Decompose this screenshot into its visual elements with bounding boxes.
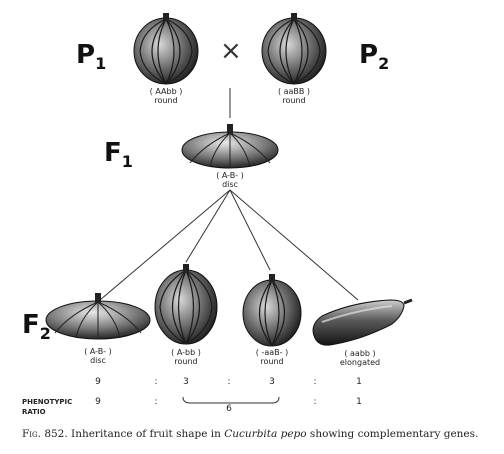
f2-round2-phenotype: round	[260, 357, 284, 366]
f2-round2-genotype: ( -aaB- )	[255, 348, 289, 357]
phenotypic-label-line2: RATIO	[22, 408, 46, 416]
p1-round-fruit	[133, 13, 199, 85]
f1-to-f2-round1-line	[185, 189, 231, 263]
f1-subscript: 1	[121, 152, 133, 171]
caption-species: Cucurbita pepo	[224, 428, 307, 440]
ratio1-sep-3: :	[313, 377, 317, 387]
f1-letter: F	[104, 138, 122, 168]
phenotypic-label-line1: PHENOTYPIC	[22, 398, 73, 406]
f2-letter: F	[22, 310, 40, 340]
f1-label: F1	[104, 140, 133, 175]
ratio2-round: 6	[226, 404, 232, 414]
ratio1-round2: 3	[269, 377, 275, 387]
f2-disc-phenotype: disc	[90, 356, 106, 365]
figure-caption: Fig. 852. Inheritance of fruit shape in …	[22, 428, 492, 440]
cross-symbol: ×	[220, 36, 242, 66]
f2-label: F2	[22, 312, 51, 347]
caption-prefix: Fig. 852.	[22, 428, 68, 440]
p2-subscript: 2	[378, 54, 390, 73]
f2-round-fruit-1	[154, 264, 218, 345]
f2-round1-phenotype: round	[174, 357, 198, 366]
p2-genotype: ( aaBB )	[277, 87, 311, 96]
p2-label: P2	[359, 42, 389, 77]
ratio2-elongated: 1	[356, 397, 362, 407]
f2-round-fruit-2	[242, 274, 302, 347]
p1-letter: P	[76, 40, 96, 70]
f2-elongated-genotype: ( aabb )	[344, 349, 376, 358]
f2-subscript: 2	[39, 324, 51, 343]
f2-round1-genotype: ( A-bb )	[171, 348, 201, 357]
f1-phenotype: disc	[222, 180, 238, 189]
f1-to-f2-disc-line	[99, 189, 231, 301]
f1-to-f2-elongated-line	[229, 189, 359, 301]
ratio1-disc: 9	[95, 377, 101, 387]
caption-text: Inheritance of fruit shape in	[67, 428, 225, 440]
ratio2-sep-2: :	[313, 397, 317, 407]
ratio1-round1: 3	[183, 377, 189, 387]
ratio2-sep-1: :	[154, 397, 158, 407]
caption-suffix: showing complementary genes.	[306, 428, 479, 440]
f2-disc-fruit	[45, 293, 151, 340]
p2-round-fruit	[261, 13, 327, 85]
pedigree-lines	[99, 88, 359, 404]
ratio1-elongated: 1	[356, 377, 362, 387]
ratio1-sep-1: :	[154, 377, 158, 387]
f2-elongated-fruit	[312, 298, 413, 346]
p1-phenotype: round	[154, 96, 178, 105]
p1-genotype: ( AAbb )	[149, 87, 183, 96]
ratio-bracket	[182, 396, 280, 404]
f1-genotype: ( A-B- )	[216, 171, 244, 180]
p2-letter: P	[359, 40, 379, 70]
ratio1-sep-2: :	[227, 377, 231, 387]
p2-phenotype: round	[282, 96, 306, 105]
ratio2-disc: 9	[95, 397, 101, 407]
f2-elongated-phenotype: elongated	[339, 358, 381, 367]
p1-subscript: 1	[95, 54, 107, 73]
phenotypic-ratio-label: PHENOTYPIC RATIO	[22, 397, 72, 417]
f2-disc-genotype: ( A-B- )	[84, 347, 112, 356]
f1-disc-fruit	[181, 124, 279, 169]
p1-label: P1	[76, 42, 106, 77]
f1-to-f2-round2-line	[229, 189, 271, 271]
